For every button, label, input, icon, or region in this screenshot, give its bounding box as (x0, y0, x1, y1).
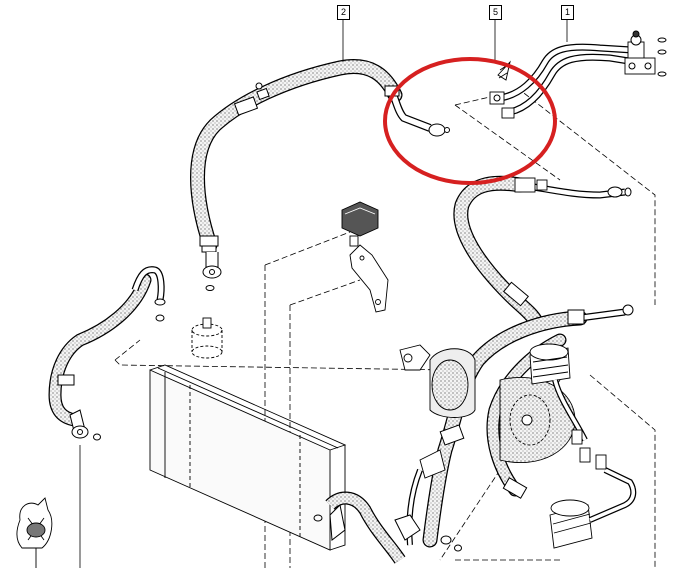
callout-5-label: 5 (492, 7, 498, 17)
callout-5: 5 (489, 5, 502, 20)
callout-1-label: 1 (564, 7, 570, 17)
liquid-pipe (313, 491, 462, 564)
callout-1: 1 (561, 5, 574, 20)
condenser (149, 364, 347, 551)
canisters (406, 343, 637, 549)
hose-2 (190, 59, 450, 291)
callout-2: 2 (337, 5, 350, 20)
bracket (341, 201, 389, 313)
sachet-icon (16, 497, 53, 568)
suction-hose (453, 175, 632, 328)
highlight-circle (383, 57, 557, 185)
callout-leaders (79, 19, 568, 568)
receiver-drier (191, 317, 223, 359)
condenser-hose (48, 266, 166, 441)
compressor (399, 344, 576, 464)
pipe-1 (489, 30, 667, 119)
callout-2-label: 2 (340, 7, 346, 17)
